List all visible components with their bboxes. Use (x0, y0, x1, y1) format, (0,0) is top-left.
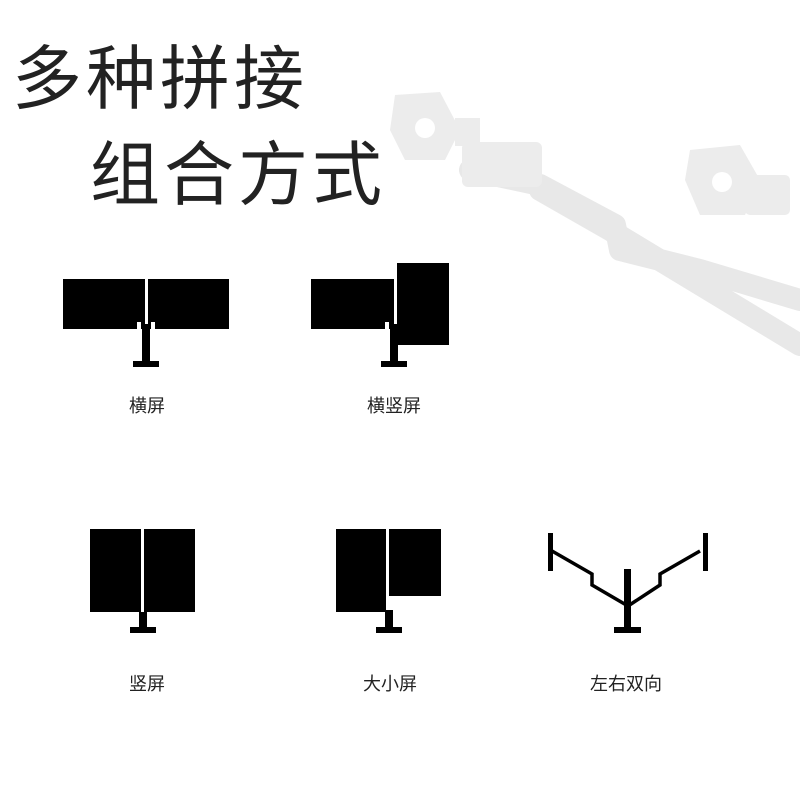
title-line-2: 组合方式 (90, 134, 386, 216)
layout-label-bidirectional: 左右双向 (590, 674, 662, 695)
layout-label-landscape-portrait: 横竖屏 (367, 396, 421, 417)
title-line-1: 多种拼接 (12, 38, 308, 120)
layout-label-large-small: 大小屏 (363, 674, 417, 695)
layout-label-landscape: 横屏 (129, 396, 165, 417)
layout-label-portrait: 竖屏 (129, 674, 165, 695)
